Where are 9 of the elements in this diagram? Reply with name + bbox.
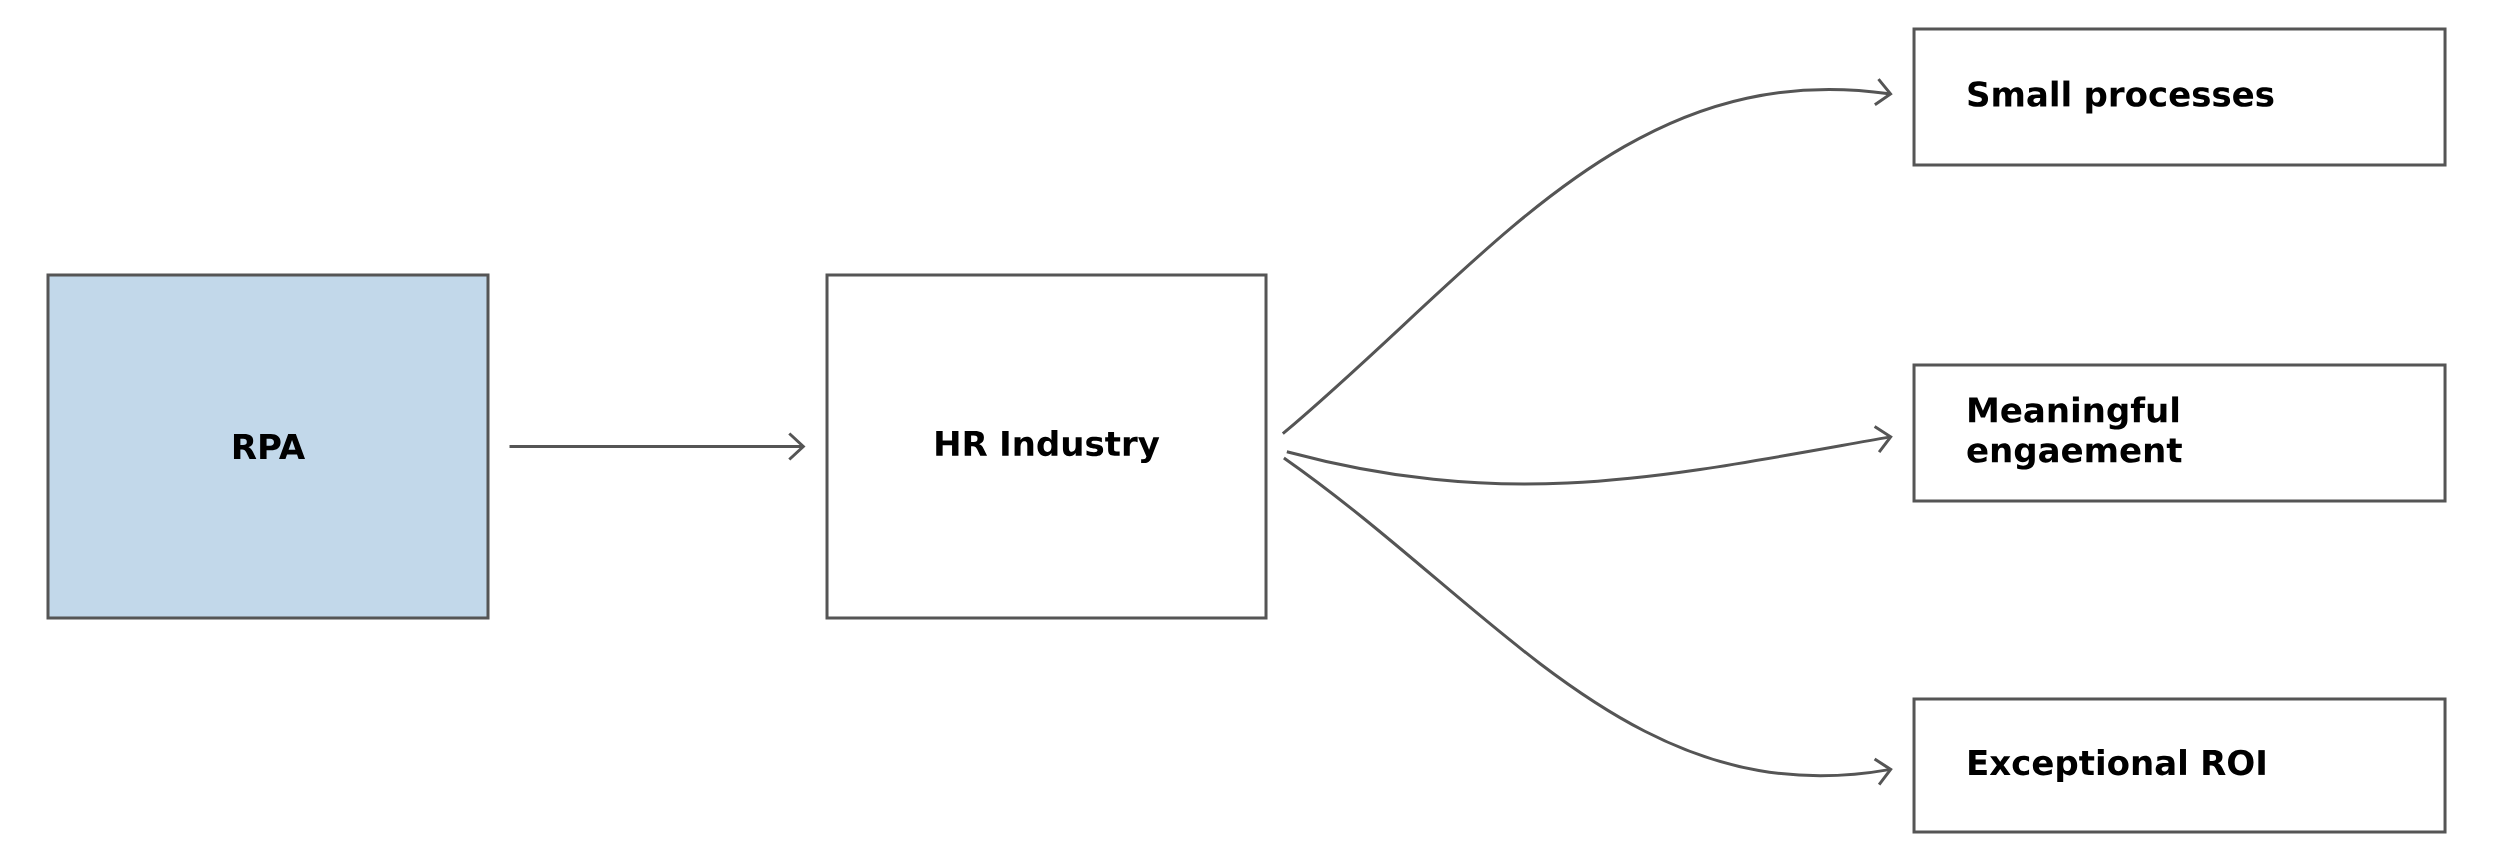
process-box: HR Industry: [825, 273, 1268, 620]
process-box: Exceptional ROI: [1912, 697, 2447, 834]
arrow: [1286, 425, 1893, 486]
arrow: [1281, 78, 1893, 435]
process-box: Meaningful engaement: [1912, 363, 2447, 503]
process-box: Small processes: [1912, 27, 2447, 167]
process-box: RPA: [46, 273, 490, 620]
arrow: [1283, 456, 1893, 786]
arrow: [509, 432, 806, 461]
